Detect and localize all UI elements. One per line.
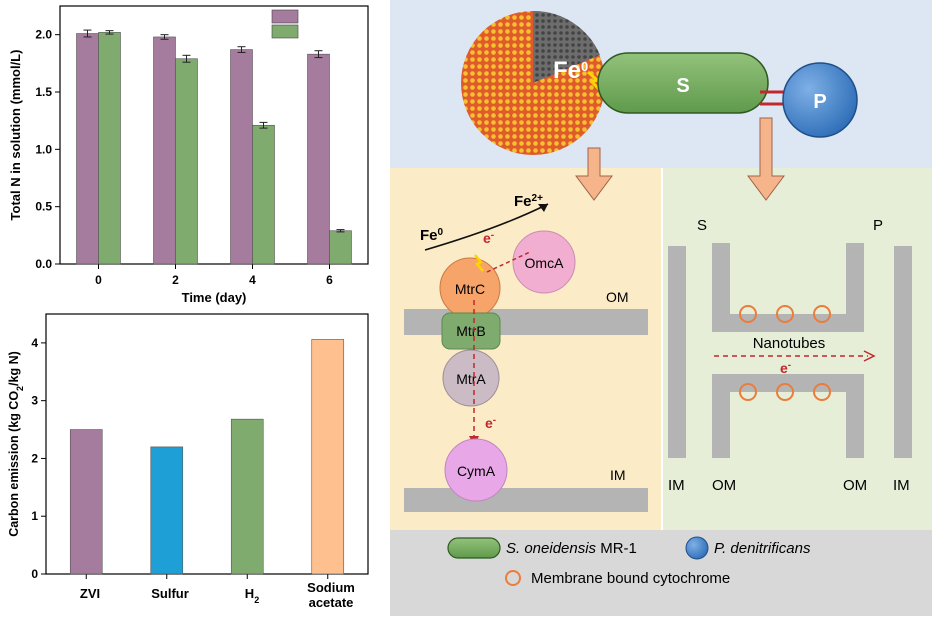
carbon-emission-chart: 0 1 2 3 4 ZVI Sulfur H2 Sodium acetate Carbo… [7,313,369,610]
chart1-ylabel: Total N in solution (mmol/L) [8,50,23,221]
fe0-core [533,10,600,83]
chart1-bar-series2 [252,124,275,265]
right-panel [662,168,932,530]
electron-label-top: e- [483,230,494,247]
fe0-text: Fe0 [420,227,444,245]
nanotube-upper-wall [712,243,864,332]
legend-cytochrome: Membrane bound cytochrome [531,570,730,587]
chart1-xtick-label: 6 [326,273,333,287]
cytochrome-5 [776,383,794,401]
cyma-label: CymA [457,463,496,479]
fe2-text: Fe2+ [514,193,543,211]
legend-s-oneidensis: S. oneidensis MR-1 [506,540,637,557]
legend-p-denitrificans: P. denitrificans [714,540,811,557]
xtick-acetate: acetate [309,595,354,610]
oxidation-arrowhead [538,204,548,212]
chart2-bar-0 [69,429,103,575]
right-im-right: IM [893,477,910,494]
mtrc-label: MtrC [455,281,485,297]
chart1-xlabel: Time (day) [182,290,247,305]
om-label: OM [606,289,629,305]
right-s-label: S [697,217,707,234]
xtick-h2: H2 [245,586,259,605]
chart1-bar-series2 [175,58,198,265]
nanotube-lower-wall [712,374,864,458]
chart1-ytick-label: 0.0 [35,257,52,271]
chart2-bar-2 [230,418,264,575]
cytochrome-6 [813,383,831,401]
chart1-ytick-label: 1.0 [35,142,52,156]
xtick-sodium: Sodium [307,580,355,595]
chart1-bar-series1 [230,49,253,265]
legend-p-denitrificans-icon [685,536,709,560]
chart2-ytick-label: 3 [31,394,38,408]
s-label: S [676,75,689,97]
omca-protein [512,230,576,294]
chart1-ytick-label: 0.5 [35,200,52,214]
chart2-ytick-label: 0 [31,567,38,581]
mtrb-protein [441,312,501,350]
arrow-to-left-panel [575,147,613,201]
mechanism-diagram: Fe0 S P Fe0 Fe2+ e- OM OmcA MtrC MtrB Mt… [390,0,932,616]
total-n-chart: 0.0 0.5 1.0 1.5 2.0 0 2 4 6 Time (day) Total N … [8,5,369,305]
s-oneidensis-cell [597,52,769,114]
chart2-ytick-label: 2 [31,451,38,465]
chart1-xtick-label: 0 [95,273,102,287]
chart1-xtick-label: 2 [172,273,179,287]
chart2-bar-3 [311,339,345,575]
legend-s-oneidensis-icon [447,537,501,559]
right-im-left: IM [668,477,685,494]
mtra-label: MtrA [456,371,486,387]
cyma-protein [444,438,508,502]
chart1-bar-series2 [329,230,352,265]
chart1-bar-series2 [98,32,121,265]
cytochrome-1 [739,305,757,323]
spark-icon [587,70,604,94]
chart1-bar-series1 [153,36,176,265]
cytochrome-3 [813,305,831,323]
outer-membrane [404,309,648,335]
arrow-to-right-panel [747,117,785,201]
left-panel [390,168,662,530]
cytochrome-2 [776,305,794,323]
nanotubes-label: Nanotubes [753,335,826,352]
legend-swatch-green [271,24,299,39]
legend-swatch-purple [271,9,299,24]
s-inner-membrane [668,246,686,458]
right-om-left: OM [712,477,736,494]
electron-label-mid: e- [485,415,496,432]
p-label: P [813,91,826,113]
inner-membrane [404,488,648,512]
chart1-xtick-label: 4 [249,273,256,287]
chart2-bar-1 [150,446,184,575]
chart1-bar-series1 [76,33,99,265]
spark-small-icon [474,254,484,272]
legend-cytochrome-icon [505,570,521,586]
chart2-frame [45,313,369,575]
right-om-right: OM [843,477,867,494]
chart1-ytick-label: 1.5 [35,85,52,99]
electron-path-omca [486,251,531,273]
fe0-label: Fe0 [553,57,588,84]
oxidation-arrow [424,203,549,251]
mtrb-label: MtrB [456,323,486,339]
right-p-label: P [873,217,883,234]
cytochrome-4 [739,383,757,401]
nanotube-electron-label: e- [780,360,791,377]
chart2-ylabel: Carbon emission (kg CO2/kg N) [7,351,25,537]
p-denitrificans-cell [782,62,858,138]
omca-label: OmcA [525,255,565,271]
p-inner-membrane [894,246,912,458]
chart1-frame [59,5,369,265]
chart2-ytick-label: 1 [31,509,38,523]
chart1-bar-series1 [307,53,330,265]
chart1-ytick-label: 2.0 [35,28,52,42]
xtick-sulfur: Sulfur [151,586,189,601]
mtra-protein [442,349,500,407]
chart2-ytick-label: 4 [31,336,38,350]
xtick-zvi: ZVI [80,586,100,601]
im-label: IM [610,467,626,483]
nanotube-electron-arrowhead [863,350,876,362]
